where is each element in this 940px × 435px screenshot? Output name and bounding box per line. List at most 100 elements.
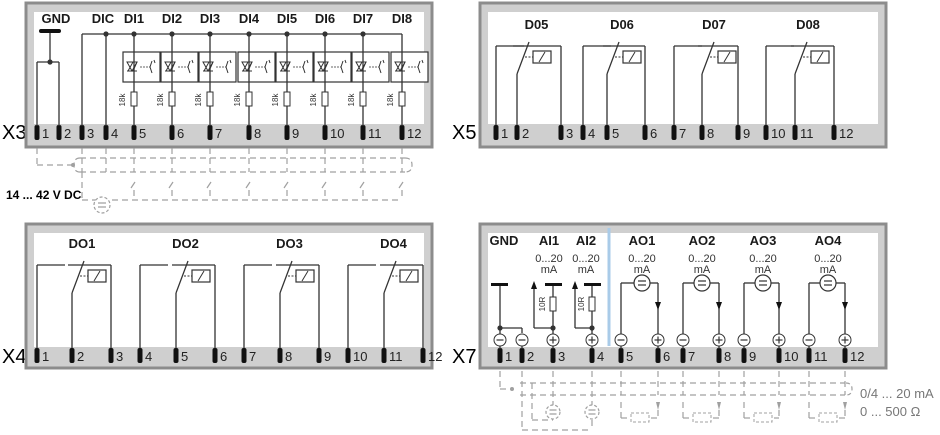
terminal-number: 10 [784, 349, 798, 364]
terminal-number: 3 [558, 349, 565, 364]
terminal-pin [716, 348, 722, 363]
phototransistor-glyph [187, 59, 194, 74]
header-di4: DI4 [239, 11, 260, 26]
terminal-pin [420, 348, 426, 363]
terminal-number: 2 [522, 126, 529, 141]
terminal-number: 4 [597, 349, 604, 364]
terminal-pin [604, 125, 610, 140]
plus-circle-icon [546, 333, 560, 349]
terminal-number: 9 [749, 349, 756, 364]
terminal-number: 7 [688, 349, 695, 364]
terminal-number: 5 [612, 126, 619, 141]
optocoupler-icon [275, 51, 314, 83]
header-do4: DO4 [380, 236, 408, 251]
load-icon [630, 412, 650, 423]
terminal-number: 1 [501, 126, 508, 141]
optocoupler-icon [160, 51, 199, 83]
wire [383, 260, 397, 294]
resistor-18k [321, 91, 329, 107]
terminal-pin [671, 125, 677, 140]
terminal-number: 6 [177, 126, 184, 141]
wire [628, 51, 636, 63]
terminal-pin [550, 348, 556, 363]
terminal-pin [284, 125, 290, 140]
terminal-pin [735, 125, 741, 140]
resistor-label: 18k [233, 93, 242, 107]
relay-contact-icon [36, 260, 112, 348]
current-source-icon [819, 274, 837, 292]
arrow-down [842, 302, 848, 310]
terminal-number: 8 [724, 349, 731, 364]
junction-dot [510, 387, 514, 391]
header-ao4: AO4 [815, 233, 843, 248]
header-d07: D07 [702, 17, 726, 32]
terminal-pin [589, 348, 595, 363]
plus-circle-icon [651, 333, 665, 349]
header-ao2: AO2 [689, 233, 716, 248]
header-di3: DI3 [200, 11, 220, 26]
terminal-number: 1 [505, 349, 512, 364]
minus-circle-icon [614, 333, 628, 349]
terminal-pin [558, 125, 564, 140]
header-gnd: GND [490, 233, 519, 248]
terminal-pin [680, 348, 686, 363]
ground-bar [584, 283, 601, 286]
source-circle [693, 274, 711, 292]
bus-end [73, 157, 81, 173]
bus-end [404, 157, 413, 173]
terminal-pin [741, 348, 747, 363]
wire [197, 270, 205, 282]
wire [516, 41, 530, 75]
minus-circle-icon [737, 333, 751, 349]
minus-circle-icon [515, 333, 529, 349]
terminal-number: 5 [139, 126, 146, 141]
equal-glyph [588, 409, 596, 415]
header-di2: DI2 [162, 11, 182, 26]
header-ai1: AI1 [539, 233, 559, 248]
terminal-number: 12 [407, 126, 421, 141]
resistor-label: 18k [271, 93, 280, 107]
terminal-number: 6 [220, 349, 227, 364]
header-di8: DI8 [392, 11, 412, 26]
terminal-number: 2 [527, 349, 534, 364]
supply-voltage-label: 14 ... 42 V DC [6, 188, 82, 202]
x3-external-wiring [36, 148, 413, 214]
resistor-10r [549, 296, 557, 312]
arrow-down [776, 302, 782, 310]
unit-label: mA [694, 264, 711, 276]
terminal-pin [79, 125, 85, 140]
relay-contact-icon [495, 41, 562, 125]
optocoupler-icon [122, 51, 161, 83]
arrow-down [843, 402, 847, 410]
header-do2: DO2 [172, 236, 199, 251]
range-label: 0...20 [688, 253, 716, 265]
terminal-number: 10 [353, 349, 367, 364]
resistor-18k [359, 91, 367, 107]
unit-label: mA [578, 264, 595, 276]
terminal-number: 6 [650, 126, 657, 141]
terminal-number: 12 [428, 349, 442, 364]
terminal-pin [699, 125, 705, 140]
plus-circle-icon [772, 333, 786, 349]
terminal-number: 11 [814, 349, 828, 364]
terminal-number: 9 [292, 126, 299, 141]
block-label-x5: X5 [452, 122, 477, 144]
arrow-up [572, 281, 578, 289]
header-ao1: AO1 [629, 233, 656, 248]
load-icon [692, 412, 712, 423]
load-range-note: 0 ... 500 Ω [860, 404, 921, 419]
terminal-number: 7 [679, 126, 686, 141]
switch-contact [359, 181, 365, 189]
supply-icon [545, 404, 561, 420]
terminal-pin [246, 125, 252, 140]
terminal-number: 3 [566, 126, 573, 141]
phototransistor-glyph [417, 59, 424, 74]
terminal-number: 12 [850, 349, 864, 364]
terminal-pin [806, 348, 812, 363]
terminal-number: 1 [42, 349, 49, 364]
terminal-number: 2 [77, 349, 84, 364]
terminal-number: 4 [111, 126, 118, 141]
equal-glyph [98, 202, 106, 208]
